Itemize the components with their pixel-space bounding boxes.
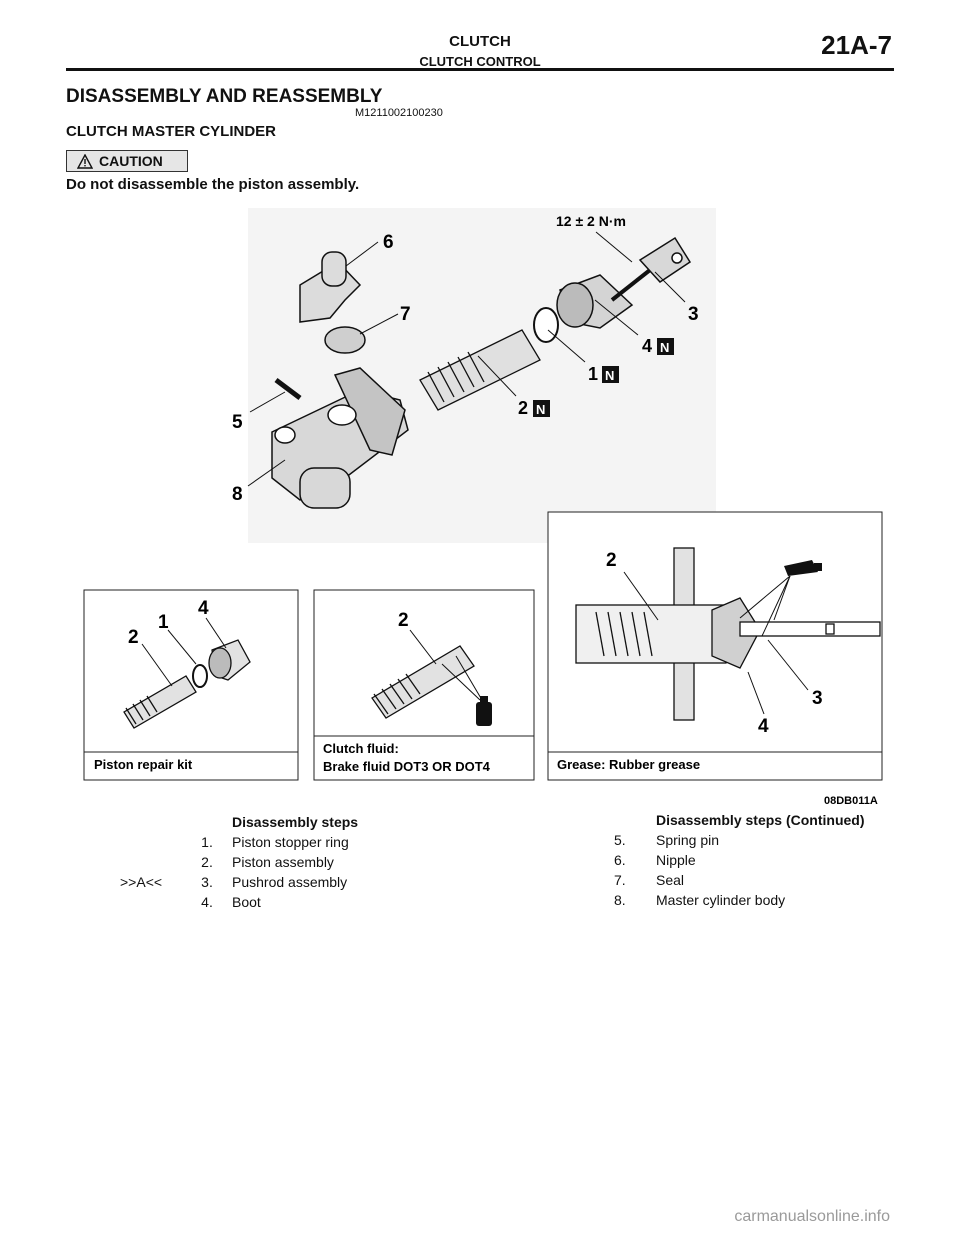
callout-5: 5 xyxy=(232,412,243,433)
seal-part xyxy=(324,326,366,354)
step-text: Spring pin xyxy=(656,832,720,848)
panel2-callout-2: 2 xyxy=(398,610,409,631)
subsection-title: CLUTCH CONTROL xyxy=(419,54,541,69)
panel1-illustration xyxy=(123,639,251,729)
panel1-leader-lines xyxy=(141,617,227,687)
watermark: carmanualsonline.info xyxy=(734,1208,890,1225)
step-number: 6. xyxy=(614,852,626,868)
fluid-bottle-icon xyxy=(476,696,492,726)
step-number: 5. xyxy=(614,832,626,848)
panel2-leader-lines xyxy=(409,629,483,701)
step-row: 1. Piston stopper ring xyxy=(120,832,420,852)
panel1-caption: Piston repair kit xyxy=(94,757,193,772)
caution-label: CAUTION xyxy=(99,153,163,169)
piston-assembly-part xyxy=(419,329,541,411)
panel3-callout-3: 3 xyxy=(812,688,823,709)
boot-part xyxy=(556,274,634,329)
step-reference xyxy=(120,852,182,872)
step-text: Piston assembly xyxy=(232,854,334,870)
step-text: Nipple xyxy=(656,852,696,868)
new-part-badge-4 xyxy=(657,338,674,355)
step-row: 2. Piston assembly xyxy=(120,852,420,872)
new-part-mark-4: N xyxy=(660,340,669,355)
grease-gun-icon xyxy=(784,560,822,576)
callout-6: 6 xyxy=(383,232,394,253)
header-rule xyxy=(66,68,894,71)
spring-pin-part xyxy=(274,378,302,400)
step-row: 7. Seal xyxy=(614,870,894,890)
step-text: Master cylinder body xyxy=(656,892,786,908)
callout-3: 3 xyxy=(688,304,699,325)
new-part-badge-1 xyxy=(602,366,619,383)
new-part-mark-1: N xyxy=(605,368,614,383)
steps-left-list: 1. Piston stopper ring 2. Piston assembly >>… xyxy=(120,832,420,912)
step-reference xyxy=(120,832,182,852)
panel2-caption-line1: Clutch fluid: xyxy=(323,741,399,756)
steps-right: Disassembly steps (Continued) 5. Spring p… xyxy=(614,810,894,910)
panel1-callout-2: 2 xyxy=(128,627,139,648)
step-text: Pushrod assembly xyxy=(232,874,348,890)
step-text: Piston stopper ring xyxy=(232,834,349,850)
section-title: CLUTCH xyxy=(449,33,511,50)
step-row: 6. Nipple xyxy=(614,850,894,870)
callout-4: 4 xyxy=(642,336,652,356)
steps-left-title: Disassembly steps xyxy=(232,814,359,830)
step-row: 5. Spring pin xyxy=(614,830,894,850)
step-text: Seal xyxy=(656,872,685,888)
callout-7: 7 xyxy=(400,304,411,325)
step-reference: >>A<< xyxy=(120,874,163,890)
callout-2: 2 xyxy=(518,398,528,418)
steps-left: Disassembly steps 1. Piston stopper ring 2… xyxy=(120,812,420,912)
step-row: >>A<< 3. Pushrod assembly xyxy=(120,872,420,892)
panel3-caption: Grease: Rubber grease xyxy=(557,757,700,772)
new-part-badge-2 xyxy=(533,400,550,417)
panel3-callout-4: 4 xyxy=(758,716,769,737)
steps-right-list: 5. Spring pin 6. Nipple 7. Seal 8. Master cylin… xyxy=(614,830,894,910)
step-reference xyxy=(120,892,182,912)
step-row: 4. Boot xyxy=(120,892,420,912)
new-part-mark-2: N xyxy=(536,402,545,417)
step-number: 1. xyxy=(201,834,213,850)
callout-1: 1 xyxy=(588,364,598,384)
panel2-illustration xyxy=(371,645,475,719)
page-title: DISASSEMBLY AND REASSEMBLY xyxy=(66,86,383,107)
step-number: 4. xyxy=(201,894,213,910)
steps-right-title: Disassembly steps (Continued) xyxy=(656,812,865,828)
panel1-callout-4: 4 xyxy=(198,598,209,619)
figure-code: 08DB011A xyxy=(824,795,878,807)
caution-text: Do not disassemble the piston assembly. xyxy=(66,176,360,193)
document-code: M1211002100230 xyxy=(355,107,443,119)
callout-8: 8 xyxy=(232,484,243,505)
panel3-callout-2: 2 xyxy=(606,550,617,571)
master-cylinder-body-part xyxy=(271,367,409,509)
step-number: 3. xyxy=(201,874,213,890)
component-title: CLUTCH MASTER CYLINDER xyxy=(66,123,276,140)
step-number: 2. xyxy=(201,854,213,870)
step-number: 7. xyxy=(614,872,626,888)
panel2-caption-line2: Brake fluid DOT3 OR DOT4 xyxy=(323,759,491,774)
step-number: 8. xyxy=(614,892,626,908)
warning-triangle-icon xyxy=(77,153,93,169)
panel3-leader-lines xyxy=(623,571,809,715)
pushrod-assembly-part xyxy=(610,236,692,302)
main-leader-lines xyxy=(247,231,686,487)
panel3-cross-section xyxy=(575,547,881,721)
stopper-ring-part xyxy=(533,307,559,343)
torque-label: 12 ± 2 N·m xyxy=(556,213,626,229)
page-number: 21A-7 xyxy=(821,30,892,60)
step-row: 8. Master cylinder body xyxy=(614,890,894,910)
nipple-part xyxy=(299,251,362,323)
step-text: Boot xyxy=(232,894,261,910)
caution-box: CAUTION xyxy=(66,150,188,172)
panel1-callout-1: 1 xyxy=(158,612,169,633)
